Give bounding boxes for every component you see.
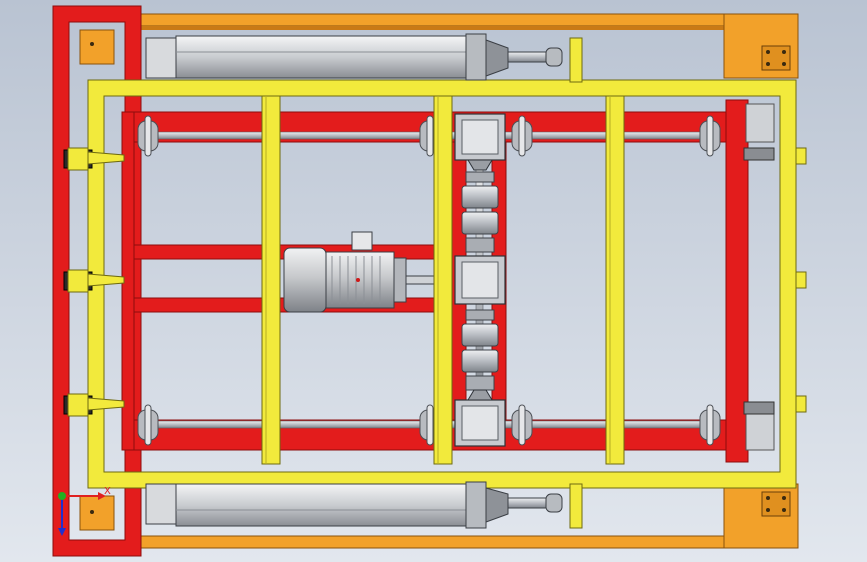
clamp-icon[interactable] [63, 147, 125, 171]
motor-terminal-box [351, 231, 373, 251]
coupling-icon [461, 171, 499, 253]
bearing-icon [511, 404, 533, 446]
corner-plate-bottom-left [79, 495, 115, 531]
cross-member [433, 95, 453, 465]
shaft-couplings[interactable] [461, 171, 499, 391]
gearboxes[interactable] [454, 113, 506, 447]
corner-plate-top-left [79, 29, 115, 65]
y-axis-dot [58, 492, 66, 500]
bearing-icon [511, 115, 533, 157]
yellow-lift-frame[interactable] [87, 79, 807, 489]
cross-member [605, 95, 625, 465]
bearing-icon [699, 404, 721, 446]
x-axis-label: X [104, 486, 111, 497]
coupling-icon [461, 309, 499, 391]
motor-icon[interactable] [283, 231, 435, 313]
cylinder-icon[interactable] [145, 481, 583, 529]
orange-base-frame[interactable] [79, 13, 799, 549]
bearing-icon [699, 115, 721, 157]
gearbox-icon [454, 113, 506, 171]
gearbox-icon [454, 389, 506, 447]
bearing-icon [137, 115, 159, 157]
gearbox-icon [454, 255, 506, 305]
bearing-icon [137, 404, 159, 446]
cross-member [261, 95, 281, 465]
cylinder-icon[interactable] [145, 33, 583, 83]
coordinate-triad: X [58, 486, 111, 536]
clamp-icon[interactable] [63, 393, 125, 417]
clamp-icon[interactable] [63, 269, 125, 293]
